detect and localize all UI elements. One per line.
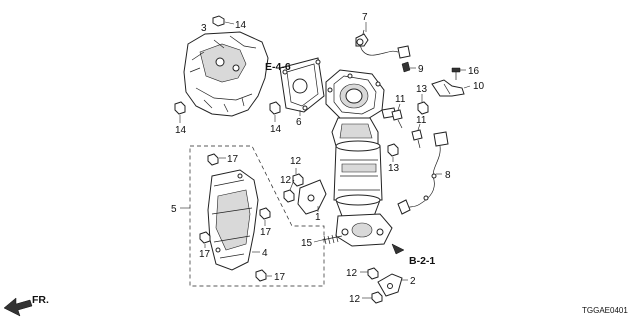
nut-17-left[interactable] (199, 231, 211, 248)
callout-12-a: 12 (290, 156, 302, 167)
heat-shield-upper[interactable] (183, 31, 269, 117)
bracket-10[interactable] (431, 79, 471, 97)
ref-b21[interactable]: B-2-1 (409, 255, 435, 267)
callout-10: 10 (473, 81, 485, 92)
callout-14-left: 14 (175, 125, 187, 136)
callout-12-c: 12 (346, 268, 358, 279)
callout-12-d: 12 (349, 294, 361, 305)
nut-17-bottom[interactable] (255, 269, 272, 282)
front-direction-arrow-icon (3, 297, 33, 317)
callout-14-right: 14 (270, 124, 282, 135)
callout-17-left: 17 (199, 249, 211, 260)
callout-9: 9 (418, 64, 424, 75)
bolt-11-b[interactable] (411, 123, 423, 149)
callout-12-b: 12 (280, 175, 292, 186)
callout-11-b: 11 (416, 115, 427, 126)
ref-e46[interactable]: E-4-6 (265, 61, 291, 73)
bracket-2[interactable] (377, 273, 408, 297)
nut-13-upper[interactable] (417, 94, 429, 115)
nut-14-top[interactable] (212, 15, 235, 27)
callout-8: 8 (445, 170, 451, 181)
callout-3: 3 (201, 23, 207, 34)
bolt-11-a[interactable] (391, 103, 403, 129)
ref-arrow-b21 (391, 243, 405, 255)
callout-15: 15 (301, 238, 313, 249)
clip-9[interactable] (401, 61, 416, 73)
stud-15[interactable] (313, 233, 343, 245)
callout-17-right: 17 (260, 227, 272, 238)
nut-17-top[interactable] (207, 153, 226, 166)
heat-shield-lower[interactable] (207, 169, 260, 271)
bolt-16[interactable] (451, 67, 466, 80)
front-label: FR. (32, 294, 49, 306)
nut-14-left[interactable] (174, 101, 186, 123)
nut-14-right[interactable] (269, 101, 281, 122)
callout-11-a: 11 (395, 94, 406, 105)
callout-1: 1 (315, 212, 321, 223)
callout-4: 4 (262, 248, 268, 259)
catalytic-converter[interactable] (325, 69, 397, 247)
nut-13-lower[interactable] (387, 143, 399, 162)
callout-17-top: 17 (227, 154, 239, 165)
callout-2: 2 (410, 276, 416, 287)
diagram-code: TGGAE0401 (582, 306, 628, 315)
callout-7: 7 (362, 12, 368, 23)
bolt-12-d[interactable] (362, 291, 383, 304)
oxygen-sensor-7[interactable] (355, 22, 411, 59)
heat-shield-lower-group (180, 145, 325, 287)
nut-17-right[interactable] (259, 207, 271, 226)
callout-17-bottom: 17 (274, 272, 286, 283)
callout-6: 6 (296, 117, 302, 128)
bracket-1[interactable] (297, 179, 327, 215)
callout-5: 5 (171, 204, 177, 215)
callout-14-top: 14 (235, 20, 247, 31)
callout-13-lower: 13 (388, 163, 400, 174)
bolt-12-b[interactable] (283, 179, 295, 203)
callout-13-upper: 13 (416, 84, 428, 95)
bolt-12-c[interactable] (360, 267, 379, 280)
bolt-12-a[interactable] (292, 168, 304, 187)
callout-16: 16 (468, 66, 480, 77)
gasket-6[interactable] (279, 57, 325, 116)
oxygen-sensor-8[interactable] (397, 131, 449, 215)
